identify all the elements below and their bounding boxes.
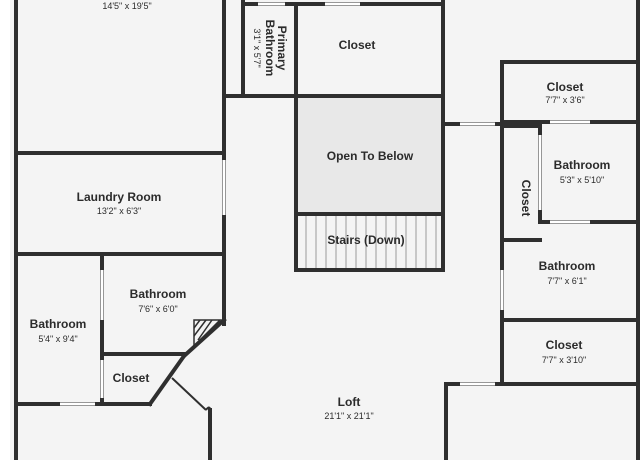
bathroom-right-lower-dim: 7'7" x 6'1": [547, 276, 586, 286]
primary-bathroom-label: Primary Bathroom 3'1" x 5'7": [252, 20, 289, 77]
floor-area: [10, 0, 640, 460]
walls: [14, 0, 640, 460]
loft-dim: 21'1" x 21'1": [324, 411, 373, 421]
primary-bathroom-name-1: Primary: [275, 26, 289, 71]
bedroom-top-left-dim: 14'5" x 19'5": [102, 1, 151, 11]
shaft-hatch: [193, 319, 222, 348]
open-to-below-area: [296, 98, 441, 214]
bathroom-left-name: Bathroom: [30, 317, 87, 331]
laundry-name: Laundry Room: [77, 190, 162, 204]
bathroom-right-upper-dim: 5'3" x 5'10": [560, 175, 604, 185]
loft-name: Loft: [338, 395, 361, 409]
bathroom-mid-dim: 7'6" x 6'0": [138, 304, 177, 314]
closet-right-vertical-name: Closet: [519, 180, 533, 217]
closet-right-top-dim: 7'7" x 3'6": [545, 95, 584, 105]
laundry-dim: 13'2" x 6'3": [97, 206, 141, 216]
bathroom-right-lower-name: Bathroom: [539, 259, 596, 273]
closet-bottom-left-name: Closet: [113, 371, 150, 385]
closet-right-bottom-dim: 7'7" x 3'10": [542, 355, 586, 365]
door-swing: [171, 377, 212, 431]
closet-top-name: Closet: [339, 38, 376, 52]
open-to-below-name: Open To Below: [327, 149, 414, 163]
stairs-treads: [305, 216, 437, 270]
closet-right-top-name: Closet: [547, 80, 584, 94]
stairs-name: Stairs (Down): [327, 233, 404, 247]
primary-bathroom-name-2: Bathroom: [263, 20, 277, 77]
primary-bathroom-dim: 3'1" x 5'7": [252, 28, 262, 67]
bathroom-mid-name: Bathroom: [130, 287, 187, 301]
bathroom-right-upper-name: Bathroom: [554, 158, 611, 172]
closet-right-bottom-name: Closet: [546, 338, 583, 352]
openings: [60, 2, 590, 406]
bathroom-left-dim: 5'4" x 9'4": [38, 334, 77, 344]
